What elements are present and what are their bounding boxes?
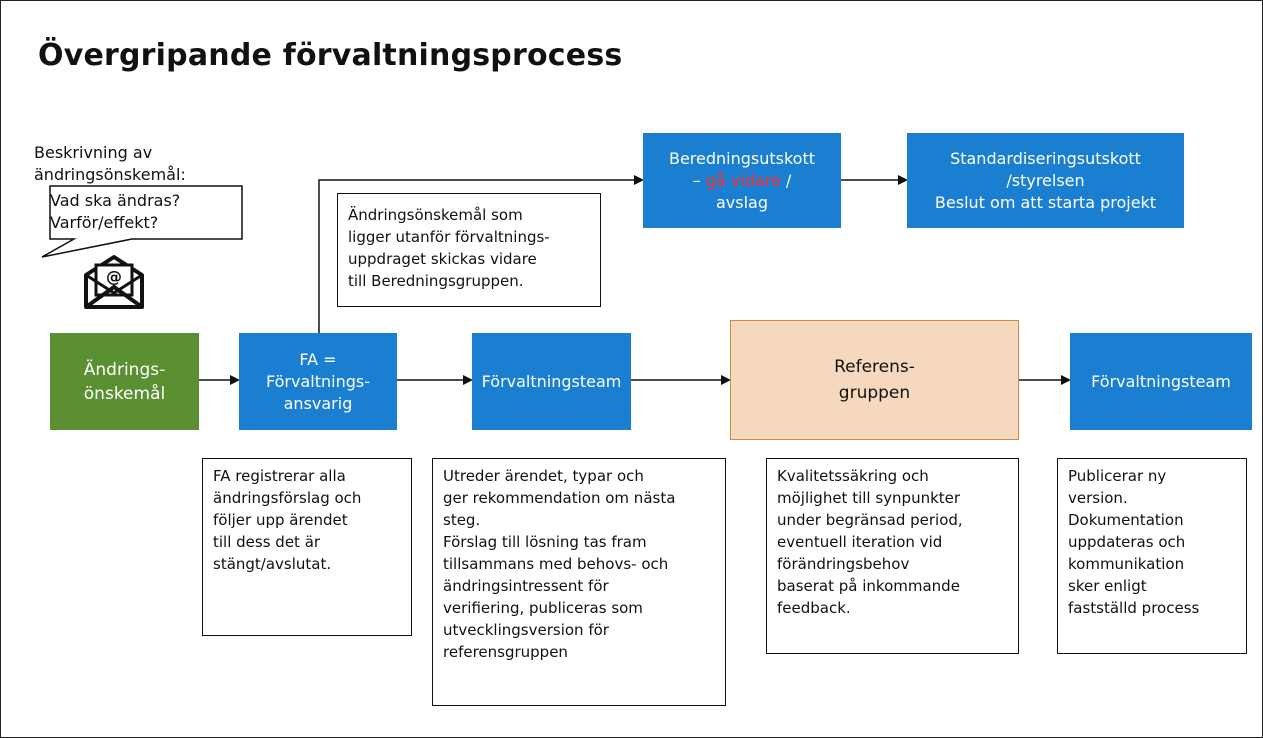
node-beredning-slash: / (780, 170, 792, 190)
note-forvaltningsteam-2: Publicerar ny version. Dokumentation upp… (1057, 458, 1247, 654)
description-label: Beskrivning av ändringsönskemål: (34, 143, 186, 184)
node-fa: FA = Förvaltnings- ansvarig (239, 333, 397, 430)
node-beredning-line3: avslag (715, 192, 768, 212)
envelope-at-icon: @ (84, 255, 144, 309)
note-forvaltningsteam-1: Utreder ärendet, typar och ger rekommend… (432, 458, 726, 706)
node-andringsonskemal-label: Ändrings- önskemål (83, 359, 166, 404)
callout-text: Vad ska ändras? Varför/effekt? (50, 191, 181, 232)
node-beredning-dash: – (692, 170, 706, 190)
page-title: Övergripande förvaltningsprocess (38, 38, 623, 73)
note-utanfor-forvaltning: Ändringsönskemål som ligger utanför förv… (337, 193, 601, 307)
node-beredningsutskott: Beredningsutskott – gå vidare / avslag (643, 133, 841, 228)
node-forvaltningsteam-1-label: Förvaltningsteam (481, 371, 622, 391)
node-referensgruppen-label: Referens- gruppen (834, 357, 915, 403)
node-beredning-line2: – gå vidare / (669, 170, 815, 192)
svg-text:@: @ (106, 267, 122, 286)
node-referensgruppen: Referens- gruppen (730, 320, 1019, 440)
node-andringsonskemal: Ändrings- önskemål (50, 333, 199, 430)
node-fa-label: FA = Förvaltnings- ansvarig (266, 349, 370, 413)
node-forvaltningsteam-2: Förvaltningsteam (1070, 333, 1252, 430)
node-standardiseringsutskott: Standardiseringsutskott /styrelsen Beslu… (907, 133, 1184, 228)
node-beredning-line1: Beredningsutskott (668, 148, 816, 168)
node-forvaltningsteam-1: Förvaltningsteam (472, 333, 631, 430)
node-standardiseringsutskott-label: Standardiseringsutskott /styrelsen Beslu… (934, 148, 1157, 212)
node-forvaltningsteam-2-label: Förvaltningsteam (1091, 371, 1231, 391)
note-referensgruppen: Kvalitetssäkring och möjlighet till synp… (766, 458, 1019, 654)
node-beredning-highlight: gå vidare (705, 170, 781, 190)
note-fa: FA registrerar alla ändringsförslag och … (202, 458, 412, 636)
